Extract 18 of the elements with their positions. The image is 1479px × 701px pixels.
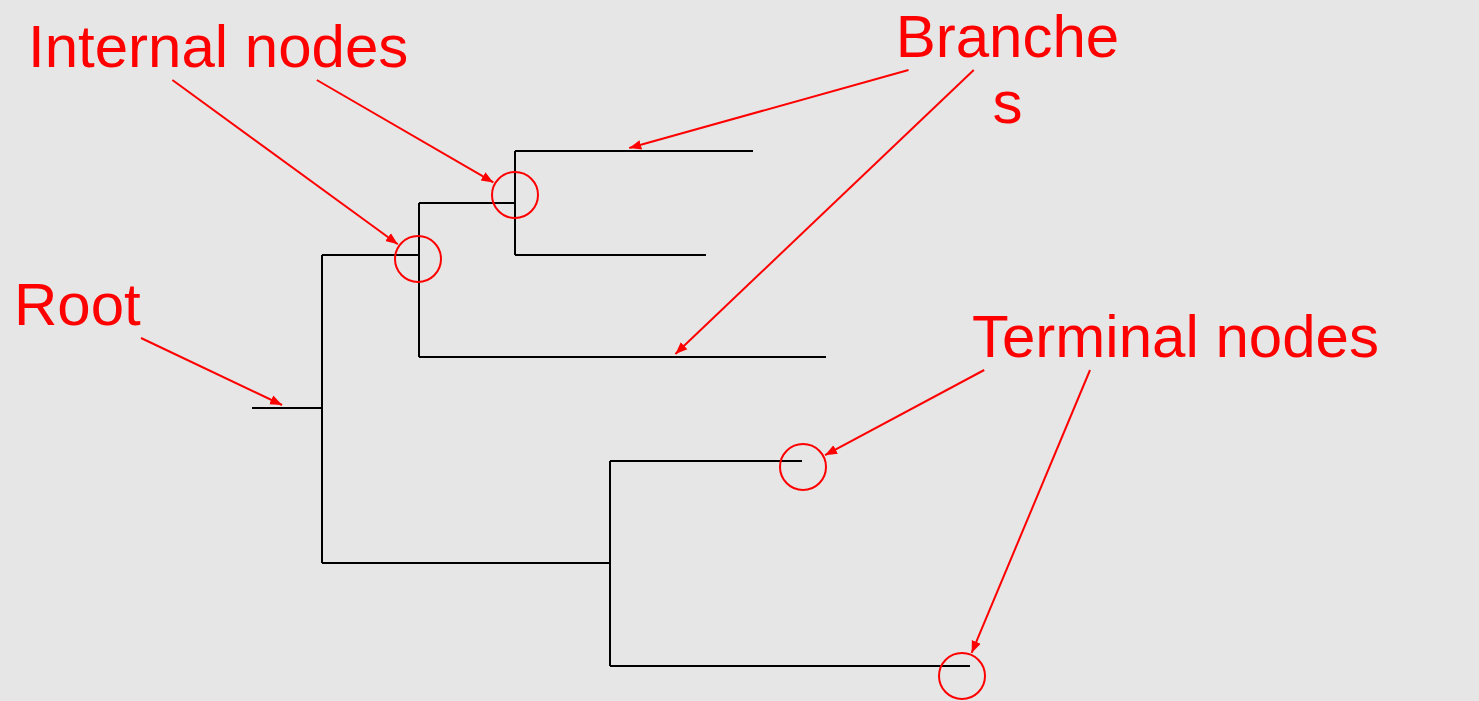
leader-arrow <box>628 69 910 150</box>
leader-arrow <box>674 69 975 355</box>
branch-line <box>419 356 826 358</box>
node-circle <box>394 235 442 283</box>
branch-line <box>515 150 753 152</box>
label-text: Branches <box>895 4 1120 136</box>
leader-arrow <box>970 369 1092 654</box>
node-circle <box>491 171 539 219</box>
label-text: Root <box>14 272 141 338</box>
label-text: Terminal nodes <box>972 304 1379 370</box>
leader-arrow <box>140 337 284 406</box>
branch-line <box>252 407 322 409</box>
leader-arrow <box>171 79 399 246</box>
leader-arrow <box>824 369 986 457</box>
leader-arrow <box>315 79 495 184</box>
node-circle <box>938 652 986 700</box>
node-circle <box>779 443 827 491</box>
label-text: Internal nodes <box>28 14 409 80</box>
